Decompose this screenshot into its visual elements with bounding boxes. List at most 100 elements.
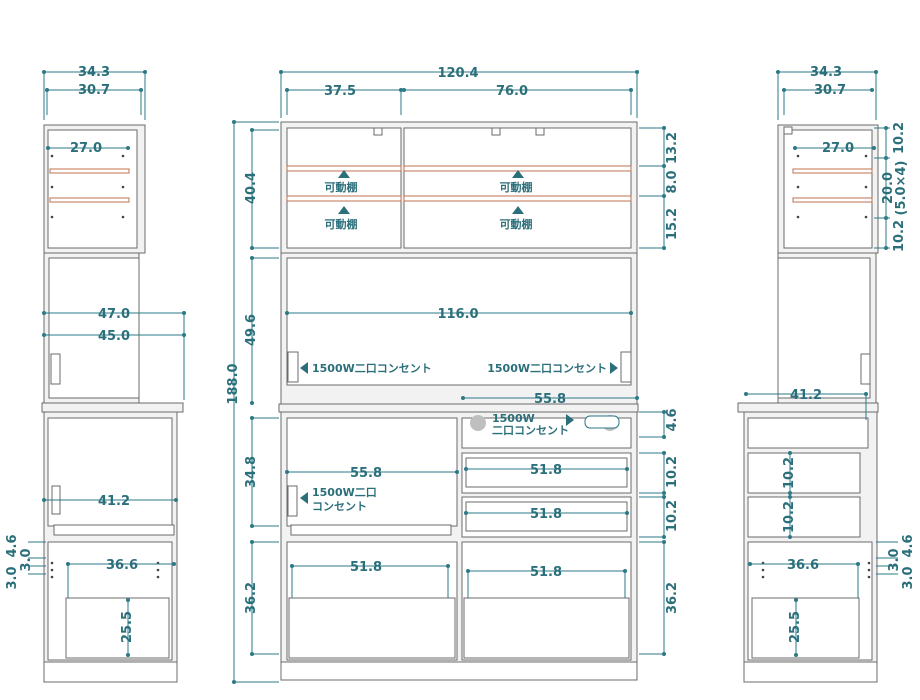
front-shelf-h3: 15.2 (665, 208, 680, 240)
front-right-h1: 4.6 (665, 408, 680, 431)
front-left-width: 37.5 (324, 84, 356, 99)
right-bottom-inner: 36.6 (787, 558, 819, 573)
outlet-label-right: 1500W二口コンセント (487, 362, 607, 375)
right-shelf-1 (792, 168, 873, 174)
outlet-arrow-icon (300, 362, 308, 374)
outlet-two-line-2: コンセント (312, 500, 367, 513)
left-side-b: 3.0 (19, 548, 34, 571)
right-cable-hole (783, 126, 793, 135)
right-upper-interior (783, 129, 873, 249)
front-counter-top (278, 403, 639, 413)
left-base (43, 661, 178, 683)
front-bottom-right-drawer (463, 597, 630, 659)
front-right-h2: 10.2 (665, 456, 680, 488)
front-drawer-2 (465, 501, 628, 532)
outlet-label-left: 1500W二口コンセント (312, 362, 432, 375)
front-shelf-left-2 (286, 195, 402, 202)
front-middle-opening (286, 257, 632, 386)
front-inner-width: 116.0 (437, 307, 478, 322)
right-drawer-h2: 10.2 (782, 501, 797, 533)
right-top-drawer (747, 417, 869, 449)
left-outlet (50, 353, 61, 385)
shelf-arrow-icon (338, 206, 350, 214)
left-side-a: 4.6 (5, 534, 20, 557)
right-side-view: 34.3 30.7 27.0 10.2 20.0 (5.0×4) 10.2 41… (737, 65, 916, 683)
right-h-top: 10.2 (892, 122, 907, 154)
front-view: 可動棚 可動棚 可動棚 可動棚 1500W二口コンセント 1500W二口コンセン… (226, 66, 680, 684)
front-right-width: 76.0 (496, 84, 528, 99)
front-shelf-h2: 8.0 (665, 170, 680, 193)
front-total-width: 120.4 (437, 66, 478, 81)
right-side-a: 4.6 (901, 534, 916, 557)
right-middle-interior (777, 257, 871, 399)
outlet-two-line-1: 1500W二口 (312, 486, 377, 499)
front-height-total: 188.0 (226, 363, 241, 404)
right-side-c: 3.0 (901, 566, 916, 589)
left-counter (41, 402, 184, 413)
right-side-b: 3.0 (887, 548, 902, 571)
left-mid-outer: 47.0 (98, 307, 130, 322)
right-drawer-2 (747, 496, 861, 538)
front-cable-hole-3 (535, 127, 545, 136)
right-width-inner: 30.7 (814, 83, 846, 98)
left-shelf-pins (50, 154, 125, 219)
front-drawer-1 (465, 457, 628, 488)
front-cable-hole-2 (491, 127, 501, 136)
front-drawer-w1: 51.8 (530, 463, 562, 478)
front-outlet-left (287, 351, 299, 383)
front-drawer-w2: 51.8 (530, 507, 562, 522)
right-width-outer: 34.3 (810, 65, 842, 80)
left-drawer-height: 25.5 (120, 611, 135, 643)
front-drawer-w3: 51.8 (350, 560, 382, 575)
right-bottom-drawer (751, 597, 860, 659)
front-cable-hole-1 (373, 127, 383, 136)
left-upper-inner: 27.0 (70, 141, 102, 156)
right-upper-inner: 27.0 (822, 141, 854, 156)
front-counter-width: 55.8 (534, 392, 566, 407)
front-shelf-h1: 13.2 (665, 132, 680, 164)
outlet-arrow-icon (566, 414, 574, 426)
outlet-arrow-icon (300, 492, 308, 504)
movable-shelf-label-2: 可動棚 (325, 217, 358, 231)
left-lower-door (47, 417, 173, 527)
left-lower-width: 41.2 (98, 494, 130, 509)
shelf-arrow-icon (512, 170, 524, 178)
shelf-arrow-icon (338, 170, 350, 178)
right-drawer-height: 25.5 (788, 611, 803, 643)
left-mid-inner: 45.0 (98, 329, 130, 344)
left-bottom-drawer (65, 597, 170, 659)
front-drawer-w4: 51.8 (530, 565, 562, 580)
outlet-short-1: 1500W (492, 412, 535, 425)
front-height-lower: 34.8 (244, 456, 259, 488)
front-shelf-right-1 (403, 165, 632, 172)
right-base (743, 661, 878, 683)
front-shelf-right-2 (403, 195, 632, 202)
front-height-middle: 49.6 (244, 314, 259, 346)
right-h-mid-note: (5.0×4) (894, 161, 909, 216)
front-base (280, 661, 638, 681)
left-width-outer: 34.3 (78, 65, 110, 80)
movable-shelf-label-1: 可動棚 (325, 180, 358, 194)
shelf-arrow-icon (512, 206, 524, 214)
front-bottom-right-height: 36.2 (665, 582, 680, 614)
outlet-socket-icon (470, 415, 486, 431)
left-shelf-1 (49, 168, 130, 174)
left-shelf-2 (49, 197, 130, 203)
right-h-bot: 10.2 (892, 220, 907, 252)
power-strip-icon (584, 415, 620, 429)
outlet-short-2: 二口コンセント (492, 424, 569, 437)
right-counter (737, 402, 879, 413)
movable-shelf-label-3: 可動棚 (500, 180, 533, 194)
front-slide-tray (290, 524, 452, 536)
left-slide-tray (53, 524, 175, 536)
right-shelf-2 (792, 197, 873, 203)
front-height-bottom: 36.2 (244, 582, 259, 614)
left-side-view: 34.3 30.7 27.0 47.0 45.0 41.2 36.6 25.5 … (5, 65, 186, 683)
right-drawer-h1: 10.2 (782, 457, 797, 489)
right-shelf-pins (796, 154, 868, 219)
left-side-c: 3.0 (5, 566, 20, 589)
front-upper-right-bay (403, 127, 632, 249)
right-h-mid: 20.0 (881, 172, 896, 204)
left-upper-interior (47, 129, 138, 249)
